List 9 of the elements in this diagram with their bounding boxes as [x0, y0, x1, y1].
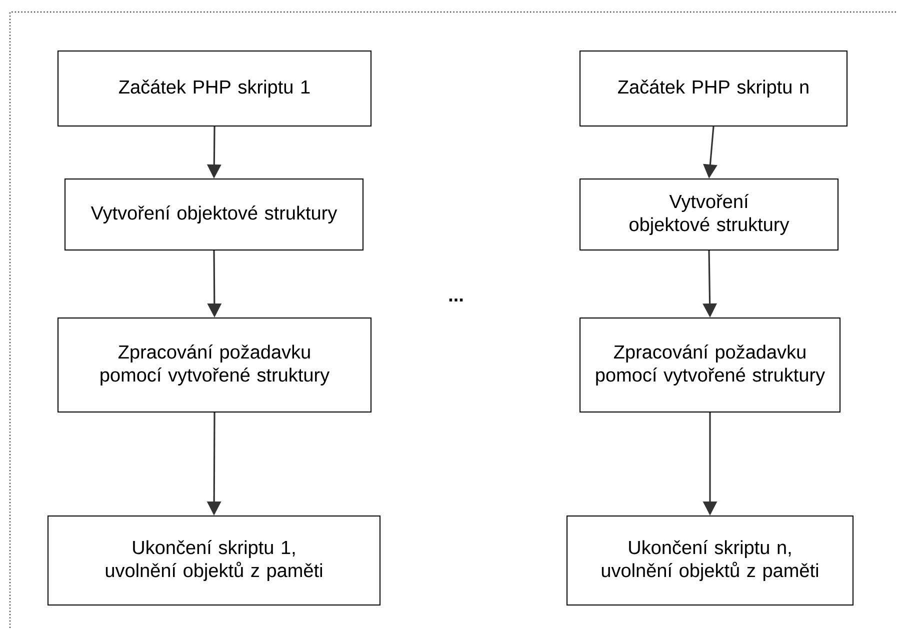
process-box: Ukončení skriptu n, uvolnění objektů z paměti [566, 516, 854, 606]
process-box: Zpracování požadavku pomocí vytvořené struktury [58, 318, 372, 412]
process-box: Ukončení skriptu 1, uvolnění objektů z paměti [48, 516, 380, 606]
process-box: Vytvoření objektové struktury [580, 178, 838, 250]
process-box: Zpracování požadavku pomocí vytvořené struktury [580, 318, 840, 412]
process-box: Začátek PHP skriptu n [580, 50, 848, 126]
ellipsis-label: ... [449, 298, 463, 302]
process-box: Vytvoření objektové struktury [64, 178, 364, 250]
process-box: Začátek PHP skriptu 1 [58, 50, 372, 126]
